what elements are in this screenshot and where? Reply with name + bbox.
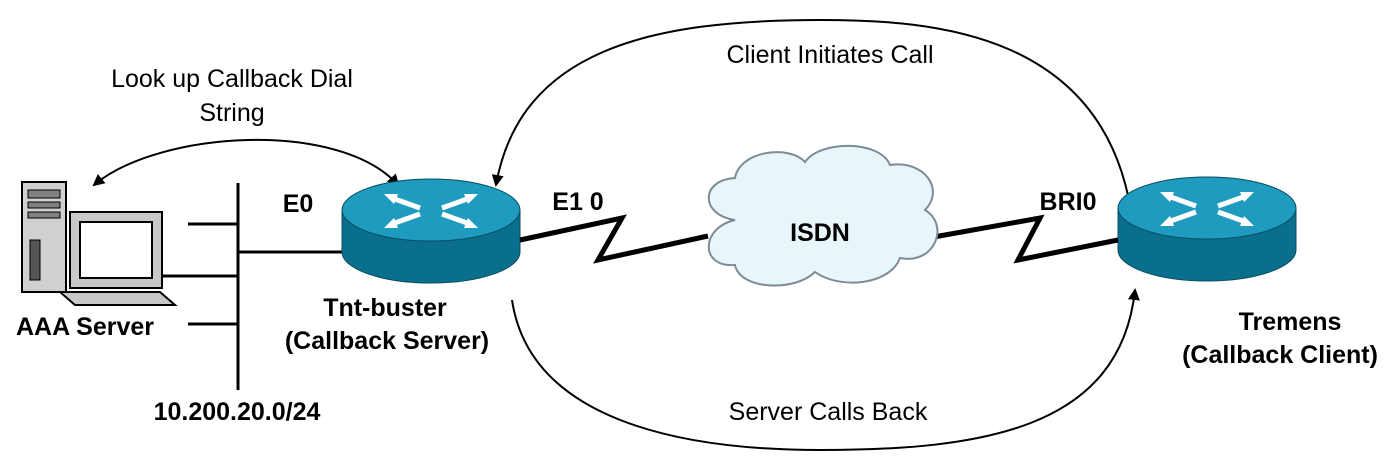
aaa-server-label: AAA Server [16, 313, 154, 341]
lookup-label-line1: Look up Callback Dial [111, 65, 353, 93]
cloud-icon [707, 144, 939, 287]
tnt-buster-name-label: Tnt-buster [323, 294, 447, 322]
lookup-label-line2: String [199, 99, 264, 127]
e1-0-interface-label: E1 0 [552, 188, 603, 216]
client-initiates-label: Client Initiates Call [726, 41, 933, 69]
computer-icon [21, 181, 178, 306]
tremens-role-label: (Callback Client) [1182, 341, 1378, 369]
lookup-arc [92, 138, 399, 187]
bri0-interface-label: BRI0 [1040, 188, 1097, 216]
isdn-label: ISDN [790, 219, 850, 247]
client-initiates-arc [491, 18, 1134, 226]
serial-link-icon [927, 214, 1119, 264]
tnt-buster-role-label: (Callback Server) [285, 327, 489, 355]
tremens-name-label: Tremens [1239, 308, 1342, 336]
router-icon [341, 178, 521, 284]
lookup-arc-start [386, 173, 400, 187]
router-icon [1117, 176, 1297, 282]
e0-interface-label: E0 [283, 190, 314, 218]
serial-link-icon [519, 214, 709, 264]
server-calls-back-arc [511, 288, 1140, 452]
subnet-label: 10.200.20.0/24 [154, 398, 321, 426]
server-calls-back-label: Server Calls Back [729, 398, 928, 426]
